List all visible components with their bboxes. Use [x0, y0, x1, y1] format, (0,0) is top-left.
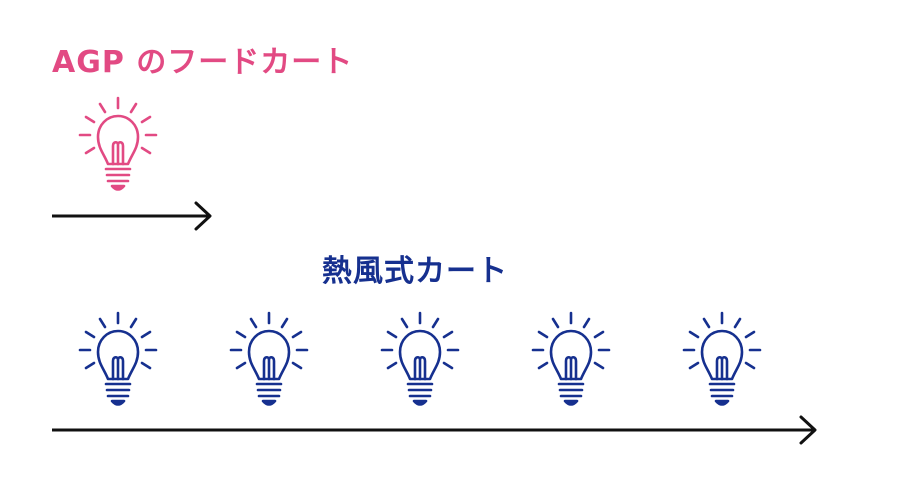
hot-air-cart-title: 熱風式カート [322, 254, 508, 289]
agp-arrow-icon [52, 201, 212, 231]
light-bulb-icon [70, 305, 166, 415]
hot-air-arrow-icon [52, 415, 817, 445]
agp-food-cart-title: AGP のフードカート [52, 45, 354, 80]
light-bulb-icon [523, 305, 619, 415]
light-bulb-icon [674, 305, 770, 415]
light-bulb-icon [70, 90, 166, 200]
light-bulb-icon [372, 305, 468, 415]
light-bulb-icon [221, 305, 317, 415]
